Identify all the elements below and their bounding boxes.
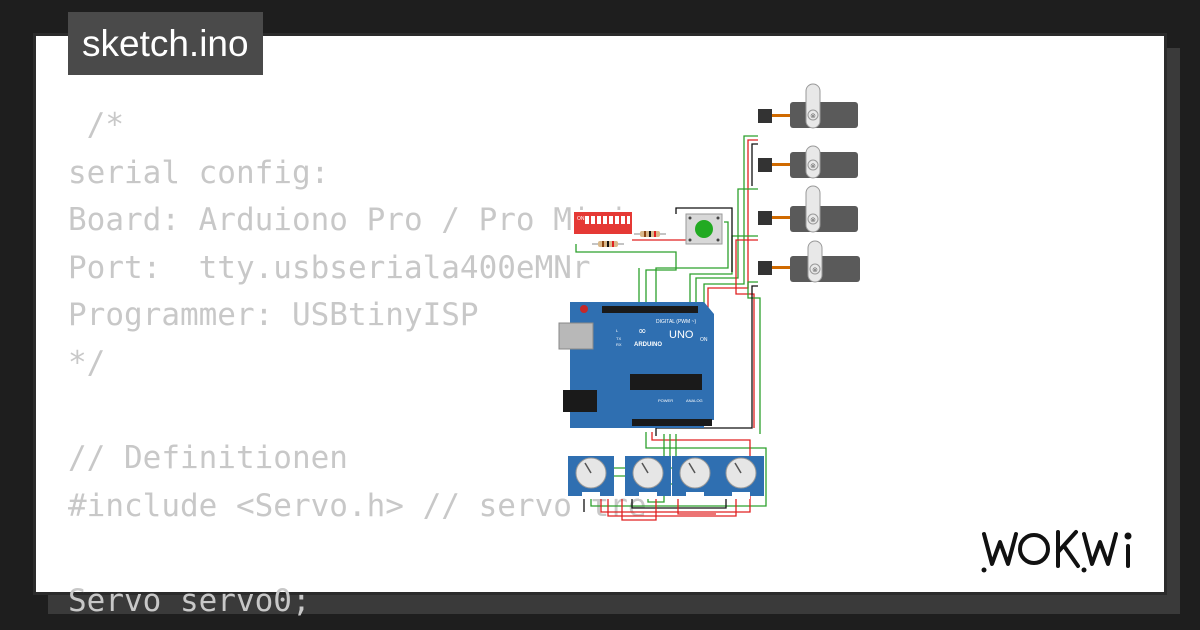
uno-label: UNO [669, 329, 694, 341]
servo-motor[interactable]: ⊗ [758, 185, 858, 233]
button-cap[interactable] [695, 220, 713, 238]
code-line: #include <Servo.h> // servo tre [68, 487, 647, 524]
digital-header [602, 306, 698, 313]
push-button[interactable] [685, 213, 723, 245]
dip-switch[interactable]: ON [574, 212, 632, 234]
digital-label: DIGITAL (PWM ~) [656, 319, 696, 325]
code-line: /* [68, 107, 124, 143]
rx-led-label: RX [616, 342, 622, 347]
atmega-chip [630, 374, 702, 390]
svg-text:⊗: ⊗ [810, 216, 816, 224]
preview-card: /* serial config: Board: Arduiono Pro / Pr… [33, 33, 1167, 619]
resistor[interactable] [592, 241, 624, 247]
servo-wires [655, 135, 761, 436]
code-line: Programmer: USBtinyISP [68, 297, 479, 334]
dip-on-label: ON [577, 216, 585, 222]
code-editor: /* serial config: Board: Arduiono Pro / Pr… [68, 102, 647, 626]
tx-led-label: TX [616, 336, 621, 341]
infinity-logo-icon: ∞ [638, 326, 646, 337]
code-line: // Definitionen [68, 440, 348, 477]
arduino-label: ARDUINO [634, 342, 662, 348]
code-line: serial config: [68, 154, 330, 191]
reset-button[interactable] [580, 305, 588, 313]
servo-motor[interactable]: ⊗ [758, 145, 858, 179]
code-line: Board: Arduiono Pro / Pro Mini [68, 202, 628, 239]
on-led-label: ON [700, 337, 708, 343]
circuit-diagram: ON [558, 83, 860, 521]
file-tab[interactable]: sketch.ino [68, 12, 263, 75]
power-label: POWER [658, 398, 673, 403]
potentiometer[interactable] [568, 456, 614, 499]
resistor[interactable] [634, 231, 666, 237]
code-line: Port: tty.usbseriala400eMNr [68, 249, 591, 286]
analog-label: ANALOG [686, 398, 703, 403]
svg-text:⊗: ⊗ [812, 266, 818, 274]
code-line: */ [68, 344, 106, 381]
svg-text:⊗: ⊗ [810, 162, 816, 170]
wokwi-logo [981, 530, 1132, 573]
svg-text:⊗: ⊗ [810, 112, 816, 120]
potentiometer[interactable] [672, 456, 718, 499]
potentiometer[interactable] [718, 456, 764, 499]
servo-motor[interactable]: ⊗ [758, 83, 858, 129]
l-led-label: L [616, 328, 619, 333]
arduino-uno-board[interactable]: DIGITAL (PWM ~) UNO ARDUINO ∞ L TX RX ON… [558, 302, 714, 428]
analog-header [632, 419, 712, 426]
code-line: Servo servo0; [68, 582, 311, 619]
servo-motor[interactable]: ⊗ [758, 240, 860, 283]
potentiometer[interactable] [625, 456, 671, 499]
